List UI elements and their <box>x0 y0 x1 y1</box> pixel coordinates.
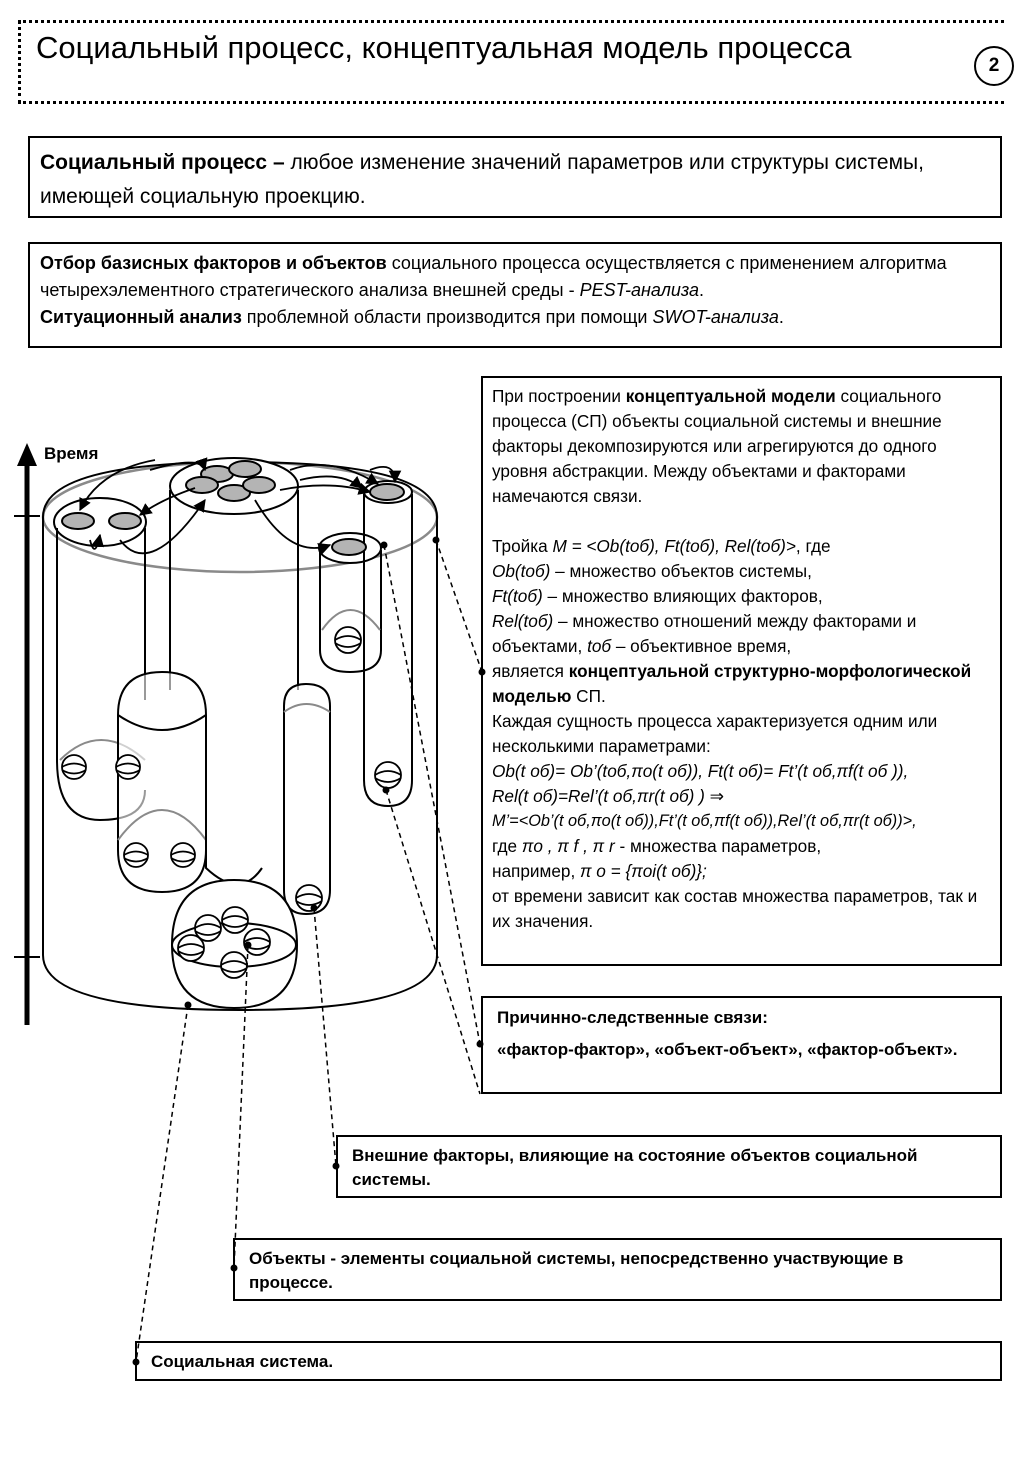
model-ob: – множество объектов системы, <box>550 561 812 581</box>
leader-dots <box>132 536 486 1366</box>
model-f4-a: где <box>492 836 522 856</box>
model-formula-4: где πo , π f , π r - множества параметро… <box>492 834 991 859</box>
model-p1-c: социального процесса (СП) объекты социал… <box>492 386 942 506</box>
model-paragraph-3: Каждая сущность процесса характеризуется… <box>492 711 938 756</box>
object-capsule-middle-left <box>117 670 263 894</box>
model-p1-b: концептуальной модели <box>625 386 836 406</box>
model-relations-line: Rel(tоб) – множество отношений между фак… <box>492 609 991 659</box>
model-objects-line: Ob(tоб) – множество объектов системы, <box>492 559 991 584</box>
selection-text-1: социального процесса осуществляется с пр… <box>40 253 947 300</box>
leader-lines <box>135 539 483 1363</box>
model-ft: – множество влияющих факторов, <box>542 586 823 606</box>
factor-ellipses <box>61 460 405 556</box>
definition-box: Социальный процесс – любое изменение зна… <box>28 136 1002 218</box>
model-formula-1: Ob(t об)= Ob’(tоб,πo(t об)), Ft(t об)= F… <box>492 761 909 781</box>
relation-arrows <box>79 457 402 555</box>
model-formula-3: M’=<Ob’(t об,πo(t об)),Ft’(t об,πf(t об)… <box>492 812 917 830</box>
model-p2-formula: M = <Ob(tоб), Ft(tоб), Rel(tоб)> <box>552 536 796 556</box>
selection-bold-1: Отбор базисных факторов и объектов <box>40 253 387 273</box>
model-ob-i: Ob(tоб) <box>492 561 551 581</box>
model-t-i: tоб <box>587 636 612 656</box>
model-p1-a: При построении <box>492 386 626 406</box>
page-title: Социальный процесс, концептуальная модел… <box>36 30 852 65</box>
selection-swot: SWOT-анализа <box>652 307 779 327</box>
model-f4-c: - множества параметров, <box>614 836 822 856</box>
title-frame <box>18 20 1004 104</box>
causal-heading: Причинно-следственные связи: <box>497 1008 768 1027</box>
selection-pest: PEST-анализа <box>579 280 700 300</box>
definition-text: любое изменение значений параметров или … <box>40 151 924 208</box>
definition-term: Социальный процесс – <box>40 151 285 174</box>
selection-box: Отбор базисных факторов и объектов социа… <box>28 242 1002 348</box>
selection-text-3: проблемной области производится при помо… <box>241 307 653 327</box>
model-is-line: является концептуальной структурно-морфо… <box>492 659 991 709</box>
model-triple: Тройка M = <Ob(tоб), Ft(tоб), Rel(tоб)>,… <box>492 534 991 559</box>
time-axis-label: Время <box>44 444 99 463</box>
model-formula-5: например, π o = {πoi(t об)}; <box>492 859 991 884</box>
objects-bowl <box>171 878 299 1010</box>
model-is-b: концептуальной структурно-морфологическо… <box>492 661 972 706</box>
model-formula-2: Rel(t об)=Rel’(t об,πr(t об) ) ⇒ <box>492 786 725 806</box>
model-is-c: СП. <box>571 686 606 706</box>
model-factors-line: Ft(tоб) – множество влияющих факторов, <box>492 584 991 609</box>
model-p2-a: Тройка <box>492 536 553 556</box>
model-ft-i: Ft(tоб) <box>492 586 543 606</box>
object-capsule-middle-right <box>283 682 331 916</box>
social-system-box: Социальная система. <box>135 1341 1002 1381</box>
model-p2-b: , где <box>795 536 831 556</box>
causal-body: «фактор-фактор», «объект-объект», «факто… <box>497 1040 958 1059</box>
page-number-badge: 2 <box>974 46 1014 86</box>
model-f4-b: πo , π f , π r <box>521 836 615 856</box>
model-formula-6: от времени зависит как состав множества … <box>492 886 978 931</box>
model-paragraph-1: При построении концептуальной модели соц… <box>492 384 991 509</box>
object-spheres <box>61 626 402 979</box>
model-is-a: является <box>492 661 569 681</box>
external-factors-box: Внешние факторы, влияющие на состояние о… <box>336 1135 1002 1198</box>
model-f5-a: например, <box>492 861 581 881</box>
model-rel-i: Rel(tоб) <box>492 611 554 631</box>
causal-links-box: Причинно-следственные связи: «фактор-фак… <box>481 996 1002 1094</box>
model-rel: – множество отношений между факторами и … <box>492 611 917 656</box>
model-f5-b: π o = {πoi(t об)}; <box>580 861 707 881</box>
time-axis <box>14 443 40 1025</box>
object-tube-far-right <box>363 480 413 808</box>
objects-box: Объекты - элементы социальной системы, н… <box>233 1238 1002 1301</box>
selection-text-4: . <box>778 307 784 327</box>
model-t: – объективное время, <box>611 636 792 656</box>
selection-bold-2: Ситуационный анализ <box>40 307 242 327</box>
selection-text-2: . <box>699 280 705 300</box>
